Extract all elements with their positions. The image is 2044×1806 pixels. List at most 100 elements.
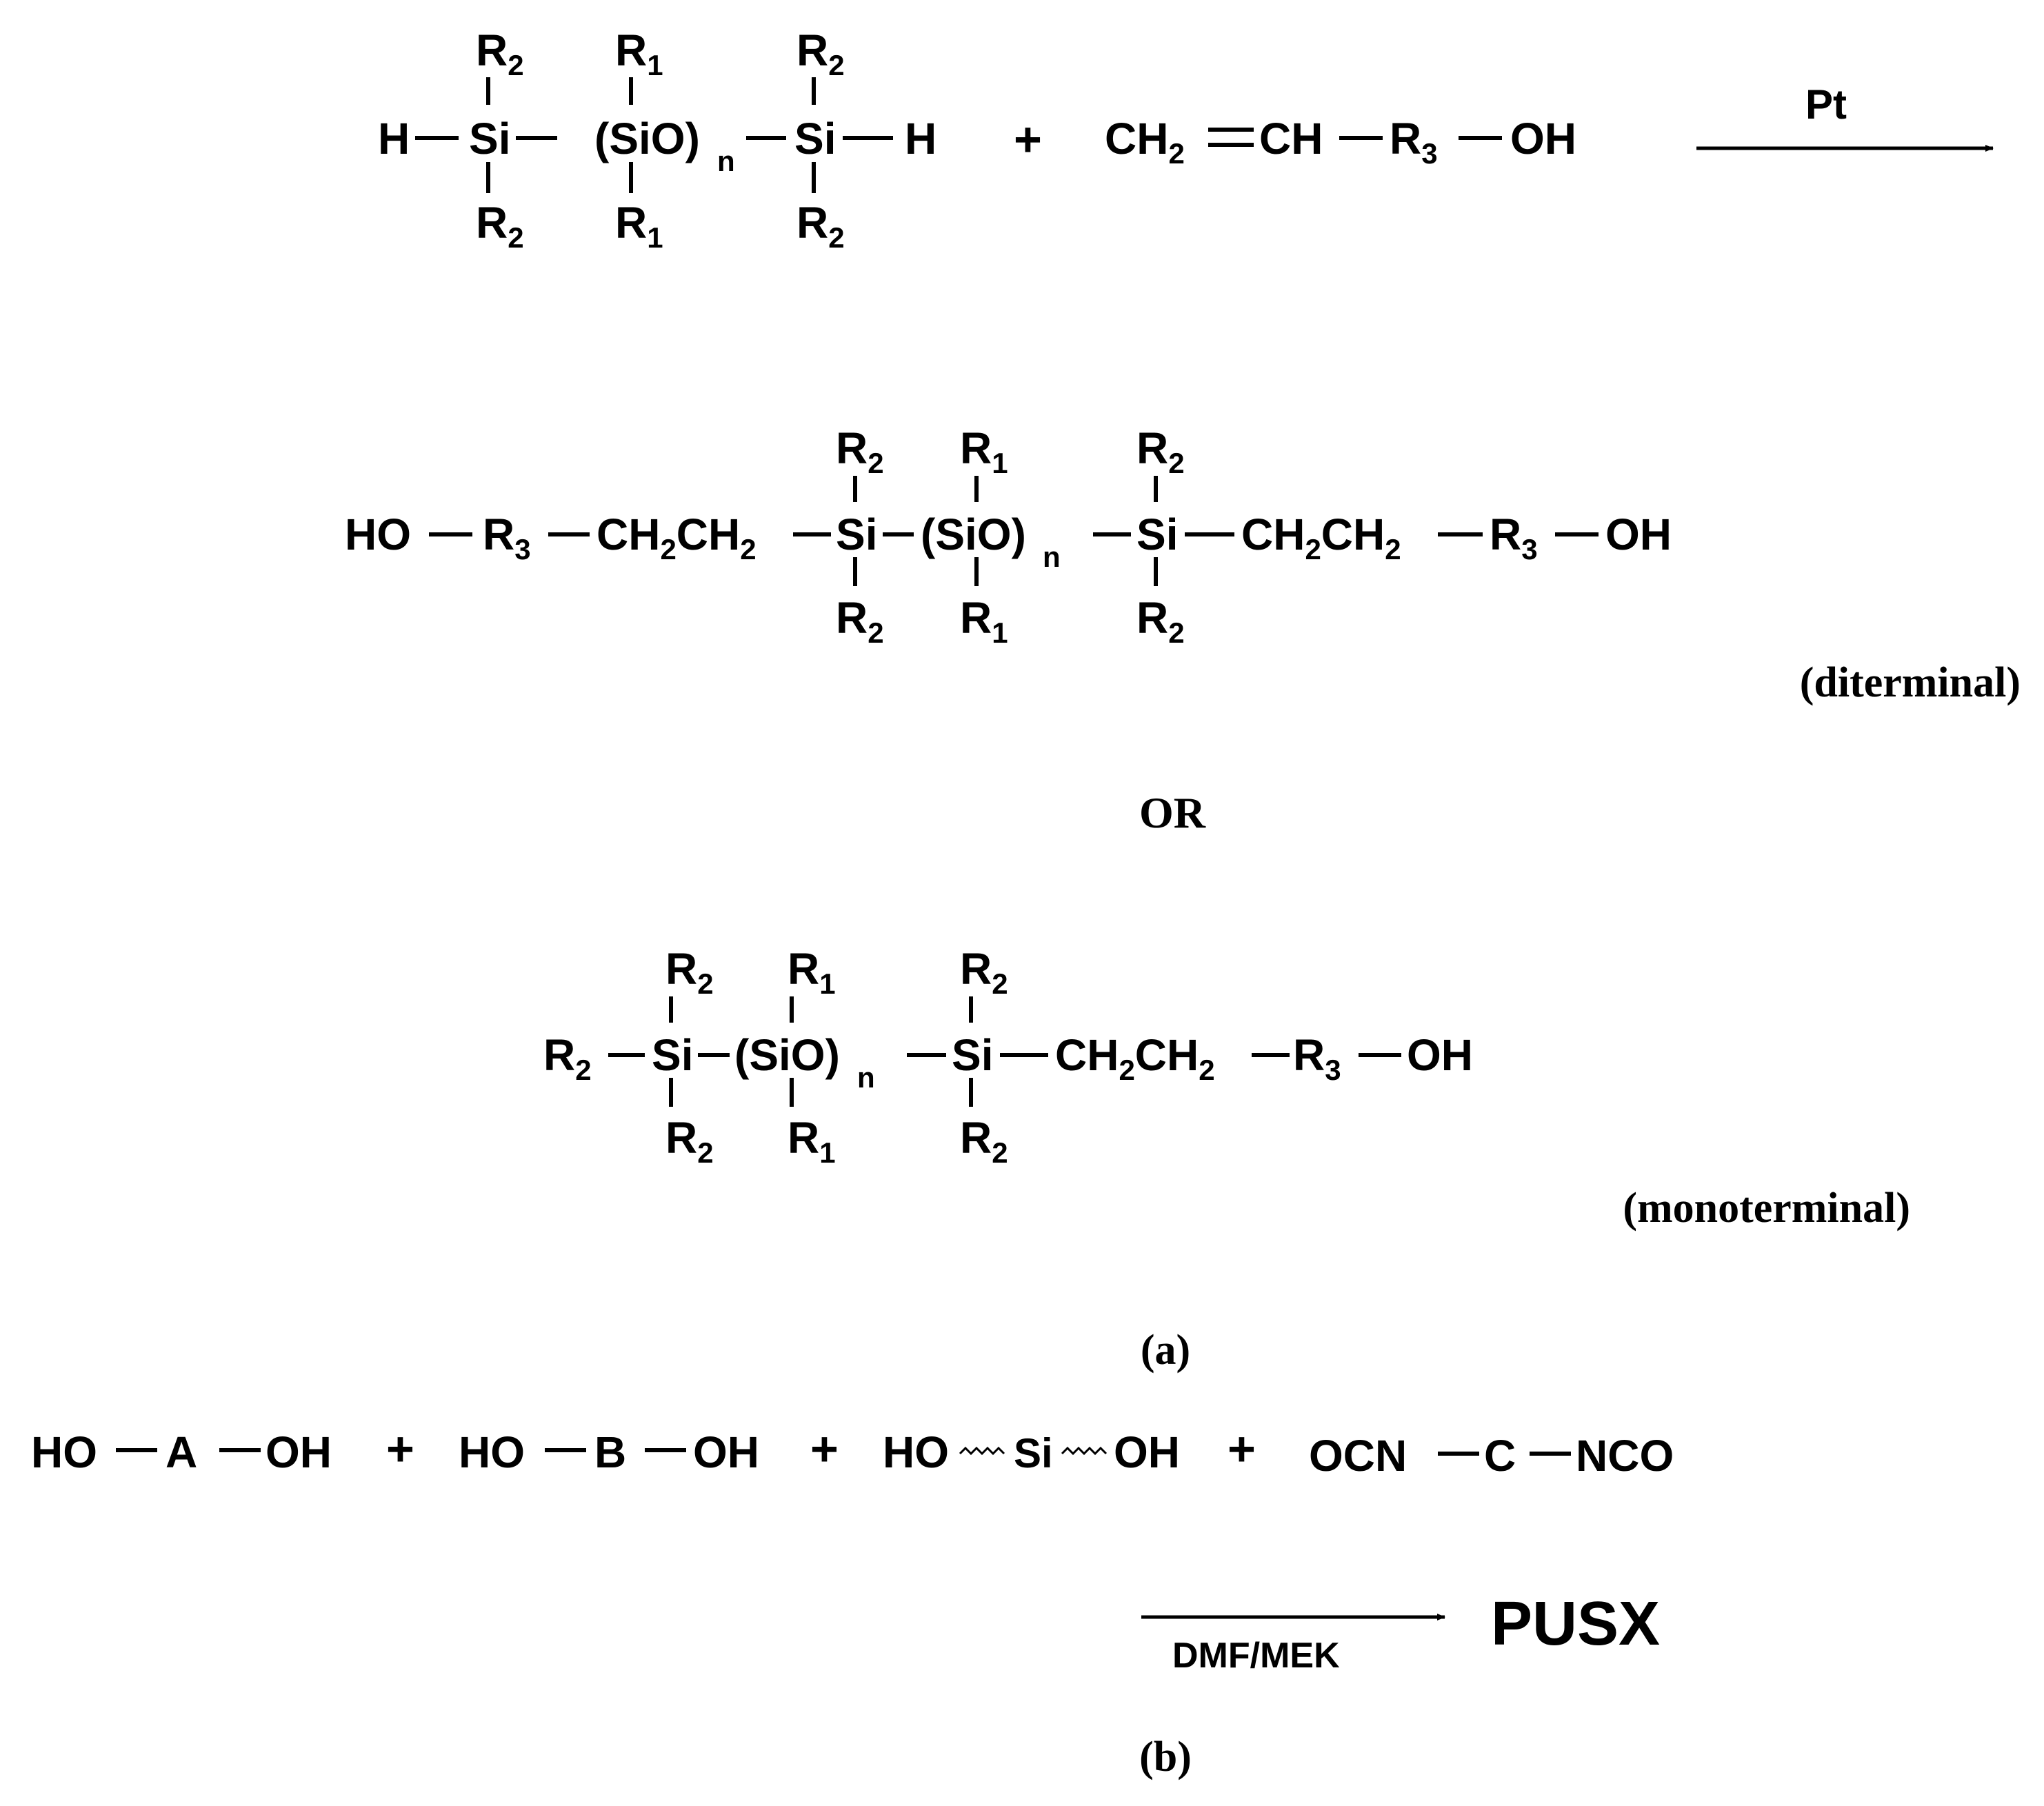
r2-top-right-r: R <box>796 26 828 75</box>
product-pusx: PUSX <box>1491 1589 1660 1658</box>
wavy-bond-right <box>1061 1446 1108 1456</box>
ho-left: HO <box>345 510 411 559</box>
si-left: Si <box>652 1030 693 1080</box>
sio-repeat: (SiO) <box>921 510 1026 559</box>
siloxane-diol-ho: HO <box>883 1427 949 1477</box>
r2-top-right: R2 <box>796 26 845 81</box>
diol-b-ho: HO <box>459 1427 525 1477</box>
diisocyanate-nco: NCO <box>1576 1431 1674 1481</box>
plus-sign: + <box>386 1422 414 1476</box>
r1-top-sub: 1 <box>647 49 663 81</box>
r2-top-right-r: R <box>1136 423 1168 473</box>
ethyl-left-ch-a: CH <box>597 510 660 559</box>
r1-top-r: R <box>960 423 992 473</box>
r2-bottom-right-sub: 2 <box>828 221 844 254</box>
r2-bottom-right-r: R <box>1136 593 1168 643</box>
plus-sign: + <box>1228 1422 1256 1476</box>
r2-bottom-left: R2 <box>836 593 884 649</box>
r1-bottom-sub: 1 <box>992 616 1008 649</box>
ch2-ch: CH <box>1105 114 1168 163</box>
r2-end-sub: 2 <box>575 1054 591 1086</box>
sio-repeat: (SiO) <box>594 114 700 163</box>
ethyl-left-ch-b: CH <box>677 510 740 559</box>
ethyl-left-sub-a: 2 <box>660 533 676 565</box>
r2-bottom-right: R2 <box>1136 593 1185 649</box>
r2-top-right-sub: 2 <box>828 49 844 81</box>
oh: OH <box>1407 1030 1473 1080</box>
r3-right: R3 <box>1490 510 1538 565</box>
r1-top-r: R <box>615 26 647 75</box>
r3: R3 <box>1293 1030 1341 1086</box>
r2-top-left: R2 <box>476 26 524 81</box>
oh: OH <box>1510 114 1576 163</box>
diol-b-oh: OH <box>693 1427 759 1477</box>
oh-right: OH <box>1605 510 1672 559</box>
r2-bottom-right: R2 <box>796 198 845 254</box>
r2-top-right-sub: 2 <box>992 967 1008 1000</box>
h-left: H <box>378 114 410 163</box>
r2-bottom-left-sub: 2 <box>697 1136 713 1169</box>
r2-top-right: R2 <box>1136 423 1185 479</box>
ethyl-sub-a: 2 <box>1119 1054 1134 1086</box>
ethyl-left: CH2CH2 <box>597 510 757 565</box>
r2-bottom-right-r: R <box>796 198 828 248</box>
r1-bottom-r: R <box>615 198 647 248</box>
diisocyanate: OCN C NCO <box>1309 1431 1674 1481</box>
r2-end: R2 <box>543 1030 592 1086</box>
caption-a: (a) <box>1141 1327 1190 1374</box>
or-text: OR <box>1139 788 1206 837</box>
catalyst-label: Pt <box>1805 81 1847 128</box>
r1-bottom: R1 <box>960 593 1008 649</box>
h-right: H <box>905 114 936 163</box>
monoterminal-label: (monoterminal) <box>1623 1185 1910 1232</box>
r2-top-left-sub: 2 <box>508 49 523 81</box>
diol-b-b: B <box>594 1427 626 1477</box>
r2-top-left: R2 <box>836 423 884 479</box>
reactant-alkene: CH2 CH R3 OH <box>1105 114 1576 170</box>
ch: CH <box>1259 114 1323 163</box>
r2-top-right: R2 <box>960 944 1008 1000</box>
diol-a: HO A OH <box>31 1427 332 1477</box>
ethyl-right-ch-b: CH <box>1321 510 1385 559</box>
plus-sign: + <box>1014 112 1042 166</box>
reactant-siloxane: H Si R2 R2 (SiO) n R1 R1 Si R2 R2 H <box>378 26 936 254</box>
r1-top-r: R <box>788 944 819 994</box>
ethyl-left-sub-b: 2 <box>740 533 756 565</box>
sio-repeat: (SiO) <box>734 1030 840 1080</box>
r1-bottom-r: R <box>788 1113 819 1163</box>
r3-r: R <box>1293 1030 1325 1080</box>
r3-left-r: R <box>483 510 514 559</box>
r2-bottom-left: R2 <box>476 198 524 254</box>
ethyl-sub-b: 2 <box>1199 1054 1214 1086</box>
diol-a-ho: HO <box>31 1427 97 1477</box>
siloxane-diol: HO Si OH <box>883 1427 1180 1477</box>
ch2-sub: 2 <box>1168 137 1184 170</box>
r2-bottom-left-r: R <box>476 198 508 248</box>
r3-left: R3 <box>483 510 531 565</box>
r2-top-left-r: R <box>476 26 508 75</box>
r2-end-r: R <box>543 1030 575 1080</box>
r2-bottom-right-sub: 2 <box>1168 616 1184 649</box>
r1-bottom-sub: 1 <box>647 221 663 254</box>
r2-bottom-right-sub: 2 <box>992 1136 1008 1169</box>
n-subscript: n <box>1043 541 1061 573</box>
r1-bottom-sub: 1 <box>819 1136 835 1169</box>
diterminal-label: (diterminal) <box>1800 659 2021 706</box>
diol-a-oh: OH <box>265 1427 332 1477</box>
siloxane-diol-oh: OH <box>1114 1427 1180 1477</box>
ethyl-right: CH2CH2 <box>1241 510 1401 565</box>
si-right: Si <box>952 1030 993 1080</box>
si-right: Si <box>1136 510 1178 559</box>
si-left: Si <box>836 510 877 559</box>
ethyl-ch-a: CH <box>1055 1030 1119 1080</box>
r2-top-left-sub: 2 <box>697 967 713 1000</box>
r2-top-left-sub: 2 <box>868 447 883 479</box>
r3-sub: 3 <box>1325 1054 1341 1086</box>
r2-bottom-left-sub: 2 <box>868 616 883 649</box>
ethyl-right-sub-a: 2 <box>1305 533 1321 565</box>
r2-bottom-left: R2 <box>665 1113 714 1169</box>
r1-bottom: R1 <box>615 198 663 254</box>
diisocyanate-ocn: OCN <box>1309 1431 1407 1481</box>
r3-right-sub: 3 <box>1521 533 1537 565</box>
r1-top: R1 <box>615 26 663 81</box>
